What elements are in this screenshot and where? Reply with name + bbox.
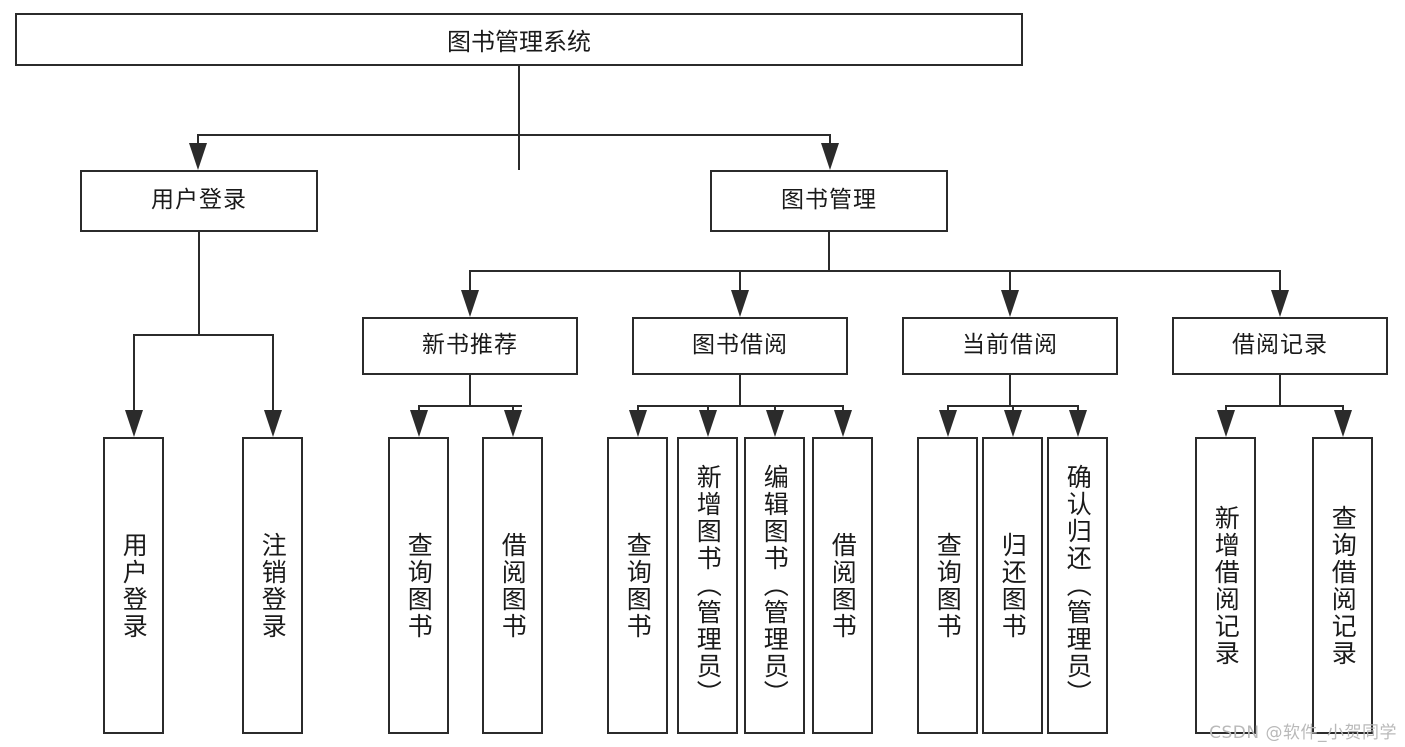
arrow-to-leaf-user-login: [125, 410, 143, 437]
node-label: 查询图书: [933, 531, 963, 640]
leaf-borrow-book-2[interactable]: 借阅图书: [812, 437, 873, 734]
node-root-system[interactable]: 图书管理系统: [15, 13, 1023, 66]
node-label: 用户登录: [119, 531, 149, 640]
edge-drop-new-book-recommend: [469, 270, 471, 300]
node-label: 当前借阅: [962, 332, 1058, 359]
leaf-add-book[interactable]: 新增图书（管理员）: [677, 437, 738, 734]
node-label: 图书借阅: [692, 332, 788, 359]
node-label: 查询图书: [623, 531, 653, 640]
arrow-to-edit-book: [766, 410, 784, 437]
edge-borrow-record-stem: [1279, 375, 1281, 407]
edge-new-book-recommend-stem: [469, 375, 471, 407]
leaf-confirm-return[interactable]: 确认归还（管理员）: [1047, 437, 1108, 734]
edge-book-management-stem: [828, 232, 830, 272]
arrow-to-add-borrow-record: [1217, 410, 1235, 437]
arrow-to-leaf-logout-login: [264, 410, 282, 437]
node-label: 注销登录: [258, 531, 288, 640]
leaf-query-book-1[interactable]: 查询图书: [388, 437, 449, 734]
leaf-borrow-book-1[interactable]: 借阅图书: [482, 437, 543, 734]
edge-current-borrow-stem: [1009, 375, 1011, 407]
arrow-to-borrow-record: [1271, 290, 1289, 317]
arrow-to-user-login: [189, 143, 207, 170]
node-book-borrow[interactable]: 图书借阅: [632, 317, 848, 375]
leaf-add-borrow-record[interactable]: 新增借阅记录: [1195, 437, 1256, 734]
arrow-to-new-book-recommend: [461, 290, 479, 317]
node-label: 借阅图书: [828, 531, 858, 640]
arrow-to-add-book: [699, 410, 717, 437]
edge-book-borrow-stem: [739, 375, 741, 407]
leaf-query-book-2[interactable]: 查询图书: [607, 437, 668, 734]
arrow-to-return-book: [1004, 410, 1022, 437]
node-label: 新增借阅记录: [1211, 504, 1241, 667]
edge-borrow-record-bus: [1225, 405, 1343, 407]
leaf-return-book[interactable]: 归还图书: [982, 437, 1043, 734]
node-label: 图书管理: [781, 187, 877, 214]
node-label: 新增图书（管理员）: [693, 464, 723, 707]
edge-drop-book-management: [829, 134, 831, 150]
edge-drop-leaf-user-login: [133, 334, 135, 414]
csdn-watermark: CSDN @软件_小贺同学: [1209, 723, 1397, 743]
edge-drop-leaf-logout-login: [272, 334, 274, 414]
edge-book-borrow-bus: [637, 405, 843, 407]
node-label: 图书管理系统: [447, 28, 591, 56]
edge-drop-book-borrow: [739, 270, 741, 300]
node-label: 查询借阅记录: [1328, 504, 1358, 667]
leaf-query-book-3[interactable]: 查询图书: [917, 437, 978, 734]
leaf-query-borrow-record[interactable]: 查询借阅记录: [1312, 437, 1373, 734]
node-label: 确认归还（管理员）: [1063, 464, 1093, 707]
arrow-to-query-book-2: [629, 410, 647, 437]
arrow-to-borrow-book-2: [834, 410, 852, 437]
edge-drop-user-login: [197, 134, 199, 150]
edge-user-login-bus: [133, 334, 273, 336]
node-label: 借阅图书: [498, 531, 528, 640]
edge-new-book-recommend-bus: [418, 405, 522, 407]
edge-root-bus: [197, 134, 831, 136]
arrow-to-book-borrow: [731, 290, 749, 317]
node-new-book-recommend[interactable]: 新书推荐: [362, 317, 578, 375]
arrow-to-book-management: [821, 143, 839, 170]
arrow-to-query-book-3: [939, 410, 957, 437]
edge-user-login-stem: [198, 232, 200, 336]
node-book-management[interactable]: 图书管理: [710, 170, 948, 232]
node-label: 查询图书: [404, 531, 434, 640]
leaf-logout-login[interactable]: 注销登录: [242, 437, 303, 734]
arrow-to-query-book-1: [410, 410, 428, 437]
node-borrow-record[interactable]: 借阅记录: [1172, 317, 1388, 375]
leaf-edit-book[interactable]: 编辑图书（管理员）: [744, 437, 805, 734]
arrow-to-borrow-book-1: [504, 410, 522, 437]
arrow-to-confirm-return: [1069, 410, 1087, 437]
edge-drop-borrow-record: [1279, 270, 1281, 300]
node-label: 用户登录: [151, 187, 247, 214]
arrow-to-query-borrow-record: [1334, 410, 1352, 437]
node-label: 借阅记录: [1232, 332, 1328, 359]
node-user-login[interactable]: 用户登录: [80, 170, 318, 232]
node-label: 编辑图书（管理员）: [760, 464, 790, 707]
edge-drop-current-borrow: [1009, 270, 1011, 300]
node-label: 新书推荐: [422, 332, 518, 359]
edge-root-stem: [518, 66, 520, 170]
node-label: 归还图书: [998, 531, 1028, 640]
arrow-to-current-borrow: [1001, 290, 1019, 317]
node-current-borrow[interactable]: 当前借阅: [902, 317, 1118, 375]
edge-book-management-bus: [469, 270, 1281, 272]
leaf-user-login[interactable]: 用户登录: [103, 437, 164, 734]
